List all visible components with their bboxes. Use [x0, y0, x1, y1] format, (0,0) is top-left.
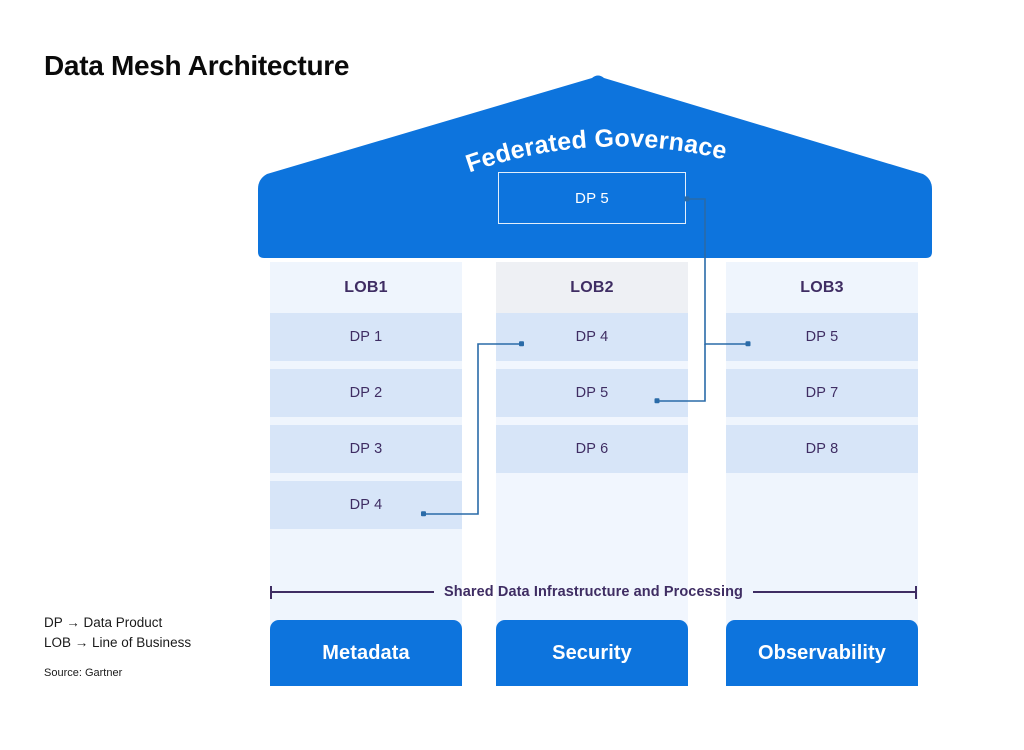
dp-cell[interactable]: DP 5: [726, 313, 918, 361]
federated-governance-roof: [255, 70, 935, 265]
lob-column-lob3: LOB3 DP 5 DP 7 DP 8: [726, 262, 918, 651]
platform-box-metadata[interactable]: Metadata: [270, 620, 462, 686]
dp-cell[interactable]: DP 7: [726, 369, 918, 417]
platform-label: Metadata: [322, 641, 410, 664]
dp-cell-empty: [496, 481, 688, 529]
roof-shape: [258, 75, 932, 258]
dp-cell-empty: [726, 481, 918, 529]
divider-end-cap-right: [915, 585, 917, 599]
platform-box-observability[interactable]: Observability: [726, 620, 918, 686]
lob-header-lob1: LOB1: [270, 262, 462, 313]
legend-item-dp: DP → Data Product: [44, 615, 163, 630]
divider-line-right: [753, 591, 915, 593]
legend: DP → Data Product LOB → Line of Business…: [44, 613, 254, 679]
lob-column-lob2: LOB2 DP 4 DP 5 DP 6: [496, 262, 688, 651]
divider-rule-right: [753, 585, 917, 599]
shared-infrastructure-label: Shared Data Infrastructure and Processin…: [443, 584, 744, 600]
dp-cell[interactable]: DP 6: [496, 425, 688, 473]
shared-infrastructure-divider: Shared Data Infrastructure and Processin…: [270, 578, 917, 606]
dp-cell[interactable]: DP 3: [270, 425, 462, 473]
dp-cell[interactable]: DP 4: [270, 481, 462, 529]
platform-label: Observability: [757, 641, 887, 664]
platform-box-security[interactable]: Security: [496, 620, 688, 686]
divider-rule-left: [270, 585, 434, 599]
dp-cell[interactable]: DP 5: [496, 369, 688, 417]
lob-header-lob3: LOB3: [726, 262, 918, 313]
lob-cells-lob3: DP 5 DP 7 DP 8: [726, 313, 918, 651]
dp-cell[interactable]: DP 4: [496, 313, 688, 361]
lob-cells-lob2: DP 4 DP 5 DP 6: [496, 313, 688, 651]
roof-dp-product-label: DP 5: [575, 189, 609, 207]
divider-end-cap-left: [270, 585, 272, 599]
divider-line-left: [272, 591, 434, 593]
platform-label: Security: [552, 641, 632, 664]
roof-dp-product-box[interactable]: DP 5: [498, 172, 686, 224]
dp-cell[interactable]: DP 2: [270, 369, 462, 417]
source-attribution: Source: Gartner: [44, 667, 123, 679]
legend-item-lob: LOB → Line of Business: [44, 635, 192, 650]
lob-header-lob2: LOB2: [496, 262, 688, 313]
dp-cell[interactable]: DP 1: [270, 313, 462, 361]
dp-cell[interactable]: DP 8: [726, 425, 918, 473]
page-title: Data Mesh Architecture: [44, 50, 350, 81]
